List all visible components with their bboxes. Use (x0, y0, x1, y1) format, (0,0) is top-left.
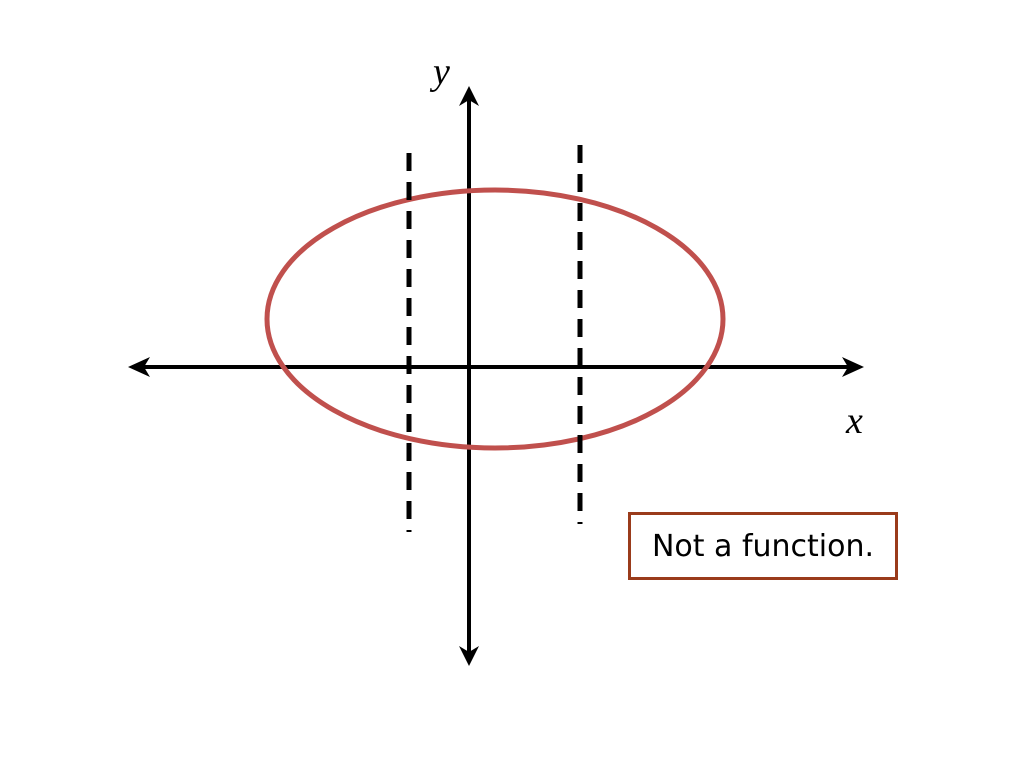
y-axis-label: y (429, 51, 450, 93)
note-box: Not a function. (628, 512, 898, 580)
y-axis (459, 86, 479, 666)
note-text: Not a function. (651, 528, 875, 564)
y-axis-up-arrow (459, 86, 479, 106)
x-axis (128, 357, 864, 377)
x-axis-label: x (845, 400, 863, 442)
x-axis-left-arrow (128, 357, 150, 377)
ellipse-curve (264, 187, 726, 451)
x-axis-right-arrow (842, 357, 864, 377)
y-axis-down-arrow (459, 646, 479, 666)
